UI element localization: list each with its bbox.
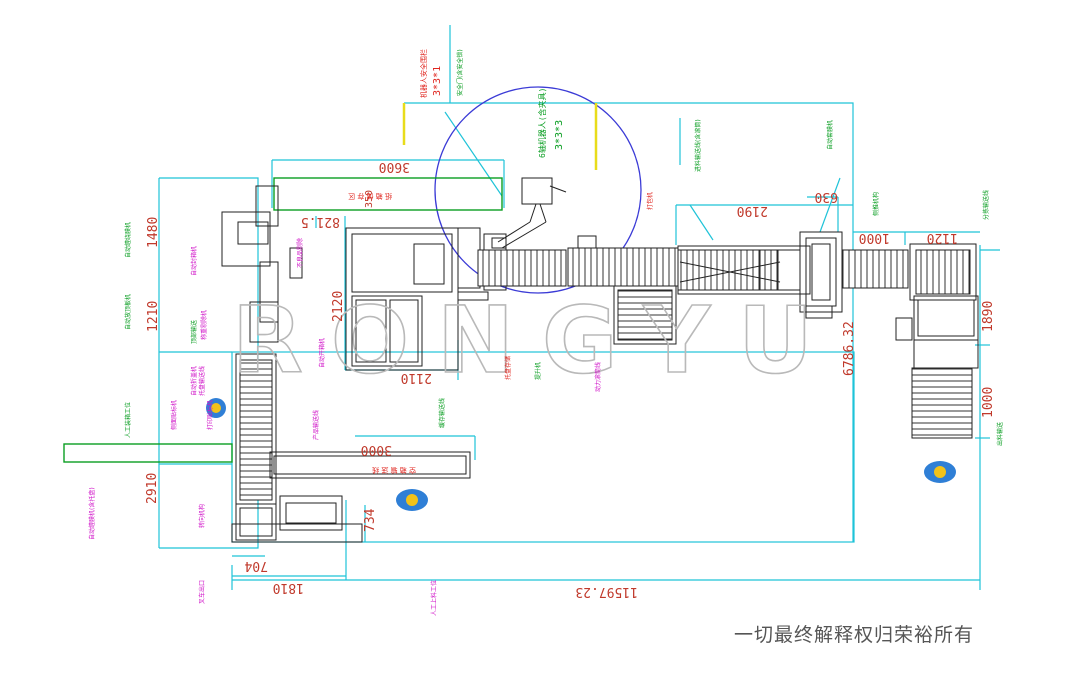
dim-3600: 3600 xyxy=(379,159,410,174)
dim-821-5: 821.5 xyxy=(301,214,340,229)
robot-spec-label: 6轴机器人(含夹具) xyxy=(537,88,547,158)
label-feed-conv: 产品输送线 xyxy=(312,410,320,440)
dim-1000-b: 1000 xyxy=(981,387,996,418)
dim-630: 630 xyxy=(815,189,838,204)
label-forklift: 叉车出口 xyxy=(198,580,206,604)
label-pallet-stack: 托盘存储 xyxy=(504,356,512,380)
label-erect: 自动开箱机 xyxy=(318,338,326,368)
label-entry-conv: 进料输送线(含滚筒) xyxy=(694,119,702,172)
dim-6786: 6786.32 xyxy=(842,321,857,376)
entry-conveyor xyxy=(63,443,233,463)
dim-1810: 1810 xyxy=(273,580,304,595)
label-turn: 转向机构 xyxy=(198,504,206,528)
fence-spec-label: 机器人安全围栏 xyxy=(419,49,428,98)
dim-1210: 1210 xyxy=(146,301,161,332)
label-pallet-conv: 托盘输送线 xyxy=(198,366,206,396)
label-elevator: 提升机 xyxy=(534,362,542,380)
label-operator: 人工上料工位 xyxy=(430,580,438,616)
top-conveyor xyxy=(273,177,503,211)
label-weigh: 称重剔除机 xyxy=(200,310,208,340)
label-buffer: 缓存输送线 xyxy=(438,398,446,428)
robot-reach-circle xyxy=(434,86,642,294)
operator-figures xyxy=(206,398,956,511)
label-roller-left: 动力滚筒线 xyxy=(594,362,602,392)
dim-704: 704 xyxy=(244,558,268,573)
label-wrap-film: 自动缠绕膜机 xyxy=(124,222,132,258)
operator-icon xyxy=(396,489,428,511)
watermark-text: RONGYU xyxy=(232,287,841,394)
dim-3000: 3000 xyxy=(361,442,392,457)
dimension-labels: 11597.23 6786.32 3600 3000 2910 2190 212… xyxy=(145,159,996,599)
label-stretch: 自动缠膜机(含托盘) xyxy=(88,487,96,540)
label-label-side: 侧面贴标机 xyxy=(170,400,178,430)
label-side-conv: 侧推机构 xyxy=(872,192,880,216)
label-fold: 自动折盖机 xyxy=(190,366,198,396)
robot-size-label: 3*3*3 xyxy=(554,120,565,150)
label-case-store: 纸 箱 储 存 区 xyxy=(348,192,392,201)
label-strapping: 打包机 xyxy=(646,192,654,210)
label-top-sheet: 自动放顶板机 xyxy=(124,294,132,330)
spec-labels: 6轴机器人(含夹具) 3*3*3 机器人安全围栏 3*3*1 安全门(含安全锁) xyxy=(419,49,565,158)
dim-2120: 2120 xyxy=(331,291,346,322)
dim-1120: 1120 xyxy=(927,230,958,245)
label-seal: 自动封箱机 xyxy=(190,246,198,276)
label-case-conveyor: 空 箱 输 送 线 xyxy=(372,466,416,475)
copyright-notice: 一切最终解释权归荣裕所有 xyxy=(734,624,975,646)
dim-11597: 11597.23 xyxy=(575,584,638,599)
label-top-conv: 顶部输送 xyxy=(190,320,198,344)
dim-1000-a: 1000 xyxy=(859,230,890,245)
equipment-labels: 自动缠绕膜机 自动放顶板机 自动封箱机 称重剔除机 不良品剔除 自动开箱机 自动… xyxy=(88,119,1004,616)
dim-1480: 1480 xyxy=(146,217,161,248)
dim-2910: 2910 xyxy=(145,473,160,504)
equipment xyxy=(221,177,979,543)
dim-734: 734 xyxy=(363,508,378,532)
dim-350: 350 xyxy=(364,190,375,208)
safety-fence xyxy=(402,103,598,170)
dim-2110: 2110 xyxy=(401,370,432,385)
dim-1890: 1890 xyxy=(981,301,996,332)
label-reject: 不良品剔除 xyxy=(296,238,304,268)
fence-size-label: 3*3*1 xyxy=(432,66,443,96)
operator-icon xyxy=(924,461,956,483)
label-out-conv: 出料输送 xyxy=(996,422,1004,446)
label-film-machine: 自动套膜机 xyxy=(826,120,834,150)
fence-note-label: 安全门(含安全锁) xyxy=(456,49,464,96)
layout-outline xyxy=(158,25,1000,590)
label-center-conv: 分拣输送线 xyxy=(982,190,990,220)
label-manual-fill: 人工装箱工位 xyxy=(124,402,132,438)
dim-2190: 2190 xyxy=(737,203,768,218)
label-label-print: 打印贴标机 xyxy=(206,400,214,430)
operator-icon xyxy=(206,398,226,418)
